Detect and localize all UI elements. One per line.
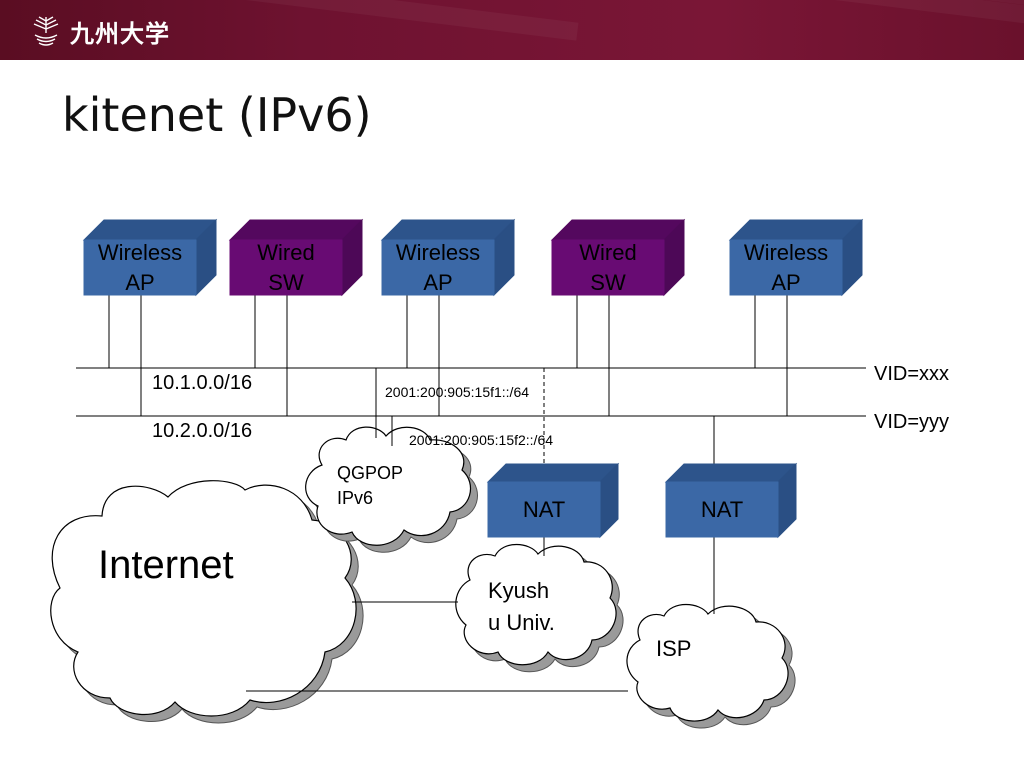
kyushu-label-2: u Univ. — [488, 610, 555, 635]
wireless-ap-2-top-face — [380, 219, 516, 241]
wireless-ap-2-label-1: Wireless — [396, 240, 480, 265]
wireless-ap-3-top-face — [728, 219, 864, 241]
wireless-ap-1-front-face — [83, 239, 197, 296]
header-band: 九州大学 — [0, 0, 1024, 60]
qgpop-label-2: IPv6 — [337, 488, 373, 508]
nat-2-front-face — [665, 481, 779, 538]
wired-sw-1-front-face — [229, 239, 343, 296]
ipv4-subnet-xxx: 10.1.0.0/16 — [152, 372, 252, 394]
internet-label: Internet — [98, 543, 234, 587]
ipv6-prefix-xxx: 2001:200:905:15f1::/64 — [385, 384, 529, 400]
wireless-ap-3-front-face — [729, 239, 843, 296]
vid-yyy-label: VID=yyy — [874, 411, 949, 433]
isp-label: ISP — [656, 636, 691, 661]
nat-2-label-1: NAT — [701, 497, 743, 522]
university-name: 九州大学 — [70, 19, 170, 48]
nat-1: NAT — [486, 462, 620, 539]
ipv6-dashed-lines — [375, 368, 545, 466]
wireless-ap-2-front-face — [381, 239, 495, 296]
nat-2-top-face — [664, 463, 798, 483]
wired-sw-2-top-face — [550, 219, 686, 241]
kyushu-label-1: Kyush — [488, 578, 549, 603]
nat-1-front-face — [487, 481, 601, 538]
qgpop-label-1: QGPOP — [337, 463, 403, 483]
vid-xxx-label: VID=xxx — [874, 363, 949, 385]
wireless-ap-1-label-1: Wireless — [98, 240, 182, 265]
wireless-ap-3-label-1: Wireless — [744, 240, 828, 265]
wired-sw-2-label-1: Wired — [579, 240, 636, 265]
nat-1-label-1: NAT — [523, 497, 565, 522]
wired-sw-1-label-1: Wired — [257, 240, 314, 265]
wired-sw-2-front-face — [551, 239, 665, 296]
wireless-ap-3-label-2: AP — [771, 270, 800, 295]
wired-sw-2-label-2: SW — [590, 270, 626, 295]
nat-1-top-face — [486, 463, 620, 483]
connection-lines — [76, 294, 866, 692]
wireless-ap-2-label-2: AP — [423, 270, 452, 295]
nat-2: NAT — [664, 462, 798, 539]
kyushu-university-cloud: Kyush u Univ. — [455, 543, 624, 673]
ipv6-prefix-yyy: 2001:200:905:15f2::/64 — [409, 432, 553, 448]
internet-cloud: Internet — [50, 480, 364, 724]
kyushu-university-emblem-icon — [33, 16, 59, 46]
isp-cloud: ISP — [626, 603, 796, 729]
slide-title: kitenet (IPv6) — [62, 88, 372, 142]
wireless-ap-1-label-2: AP — [125, 270, 154, 295]
wireless-ap-1-top-face — [82, 219, 218, 241]
ipv4-subnet-yyy: 10.2.0.0/16 — [152, 420, 252, 442]
qgpop-cloud: QGPOP IPv6 — [305, 426, 478, 553]
wired-sw-1-label-2: SW — [268, 270, 304, 295]
wired-sw-1-top-face — [228, 219, 364, 241]
